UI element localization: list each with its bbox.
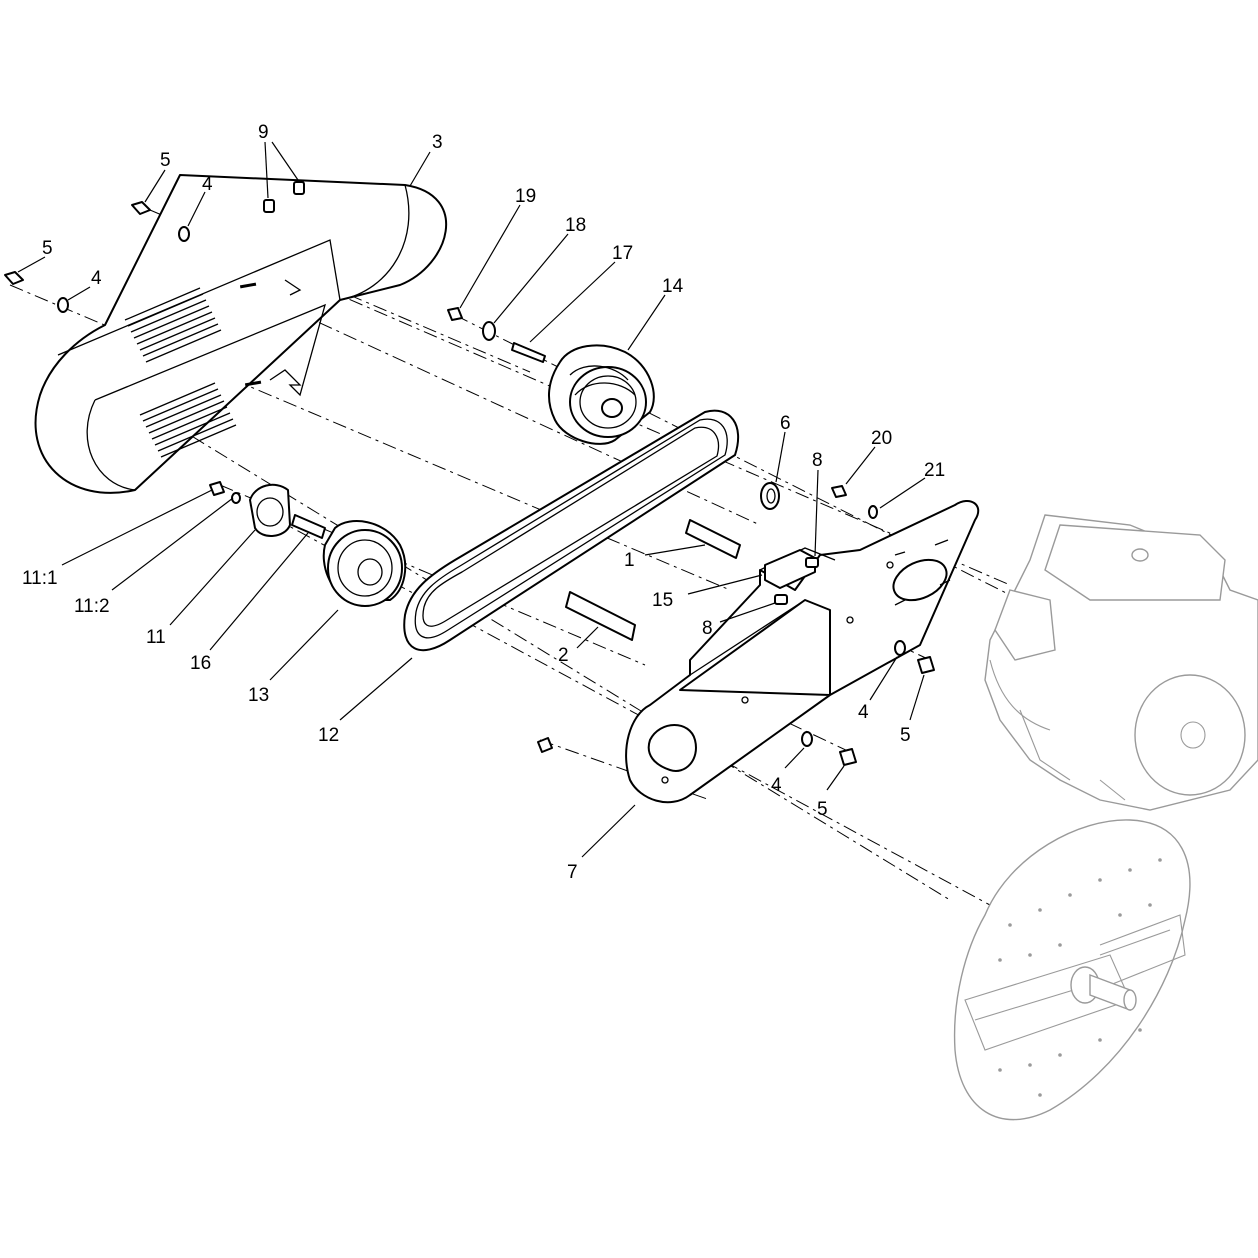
callout-15: 15 (652, 590, 673, 611)
drive-pulley-14 (548, 344, 655, 445)
callout-8: 8 (702, 618, 713, 639)
driven-pulley-13 (322, 520, 407, 607)
callout-5: 5 (42, 238, 53, 259)
belt-guard-cover (34, 174, 448, 494)
callout-19: 19 (515, 186, 536, 207)
callout-9: 9 (258, 122, 269, 143)
fasteners-right (537, 640, 935, 766)
callout-2: 2 (558, 645, 569, 666)
callout-8: 8 (812, 450, 823, 471)
callout-5: 5 (817, 799, 828, 820)
callout-4: 4 (858, 702, 869, 723)
v-belt-12 (403, 409, 740, 652)
callout-11-2: 11:2 (74, 596, 110, 617)
callout-7: 7 (567, 862, 578, 883)
spacers-1-2 (565, 519, 741, 641)
callout-labels: 9 3 5 4 5 4 19 18 17 14 6 8 20 21 1 15 8… (22, 122, 945, 883)
callout-5: 5 (160, 150, 171, 171)
bracket-15 (764, 549, 819, 605)
engine-reference (984, 514, 1258, 811)
deck-rivets (998, 858, 1162, 1097)
callout-21: 21 (924, 460, 945, 481)
fasteners-left (4, 201, 190, 313)
leader-lines (17, 141, 926, 858)
pulley-fasteners (447, 307, 546, 363)
screw-9-pair (263, 181, 305, 213)
bearing-6 (760, 482, 780, 510)
deck-housing-reference (953, 819, 1191, 1121)
callout-4: 4 (771, 775, 782, 796)
callout-3: 3 (432, 132, 443, 153)
bushing-11 (209, 481, 326, 539)
callout-1: 1 (624, 550, 635, 571)
callout-12: 12 (318, 725, 339, 746)
backing-plate-7 (625, 500, 980, 804)
callout-13: 13 (248, 685, 269, 706)
callout-11: 11 (146, 627, 166, 648)
vent-slots (124, 282, 262, 458)
callout-4: 4 (91, 268, 102, 289)
callout-18: 18 (565, 215, 586, 236)
callout-5: 5 (900, 725, 911, 746)
callout-6: 6 (780, 413, 791, 434)
callout-4: 4 (202, 174, 213, 195)
callout-11-1: 11:1 (22, 568, 58, 589)
callout-17: 17 (612, 243, 633, 264)
bolt-20-washer-21 (831, 485, 878, 519)
callout-14: 14 (662, 276, 684, 297)
callout-16: 16 (190, 653, 211, 674)
callout-20: 20 (871, 428, 892, 449)
